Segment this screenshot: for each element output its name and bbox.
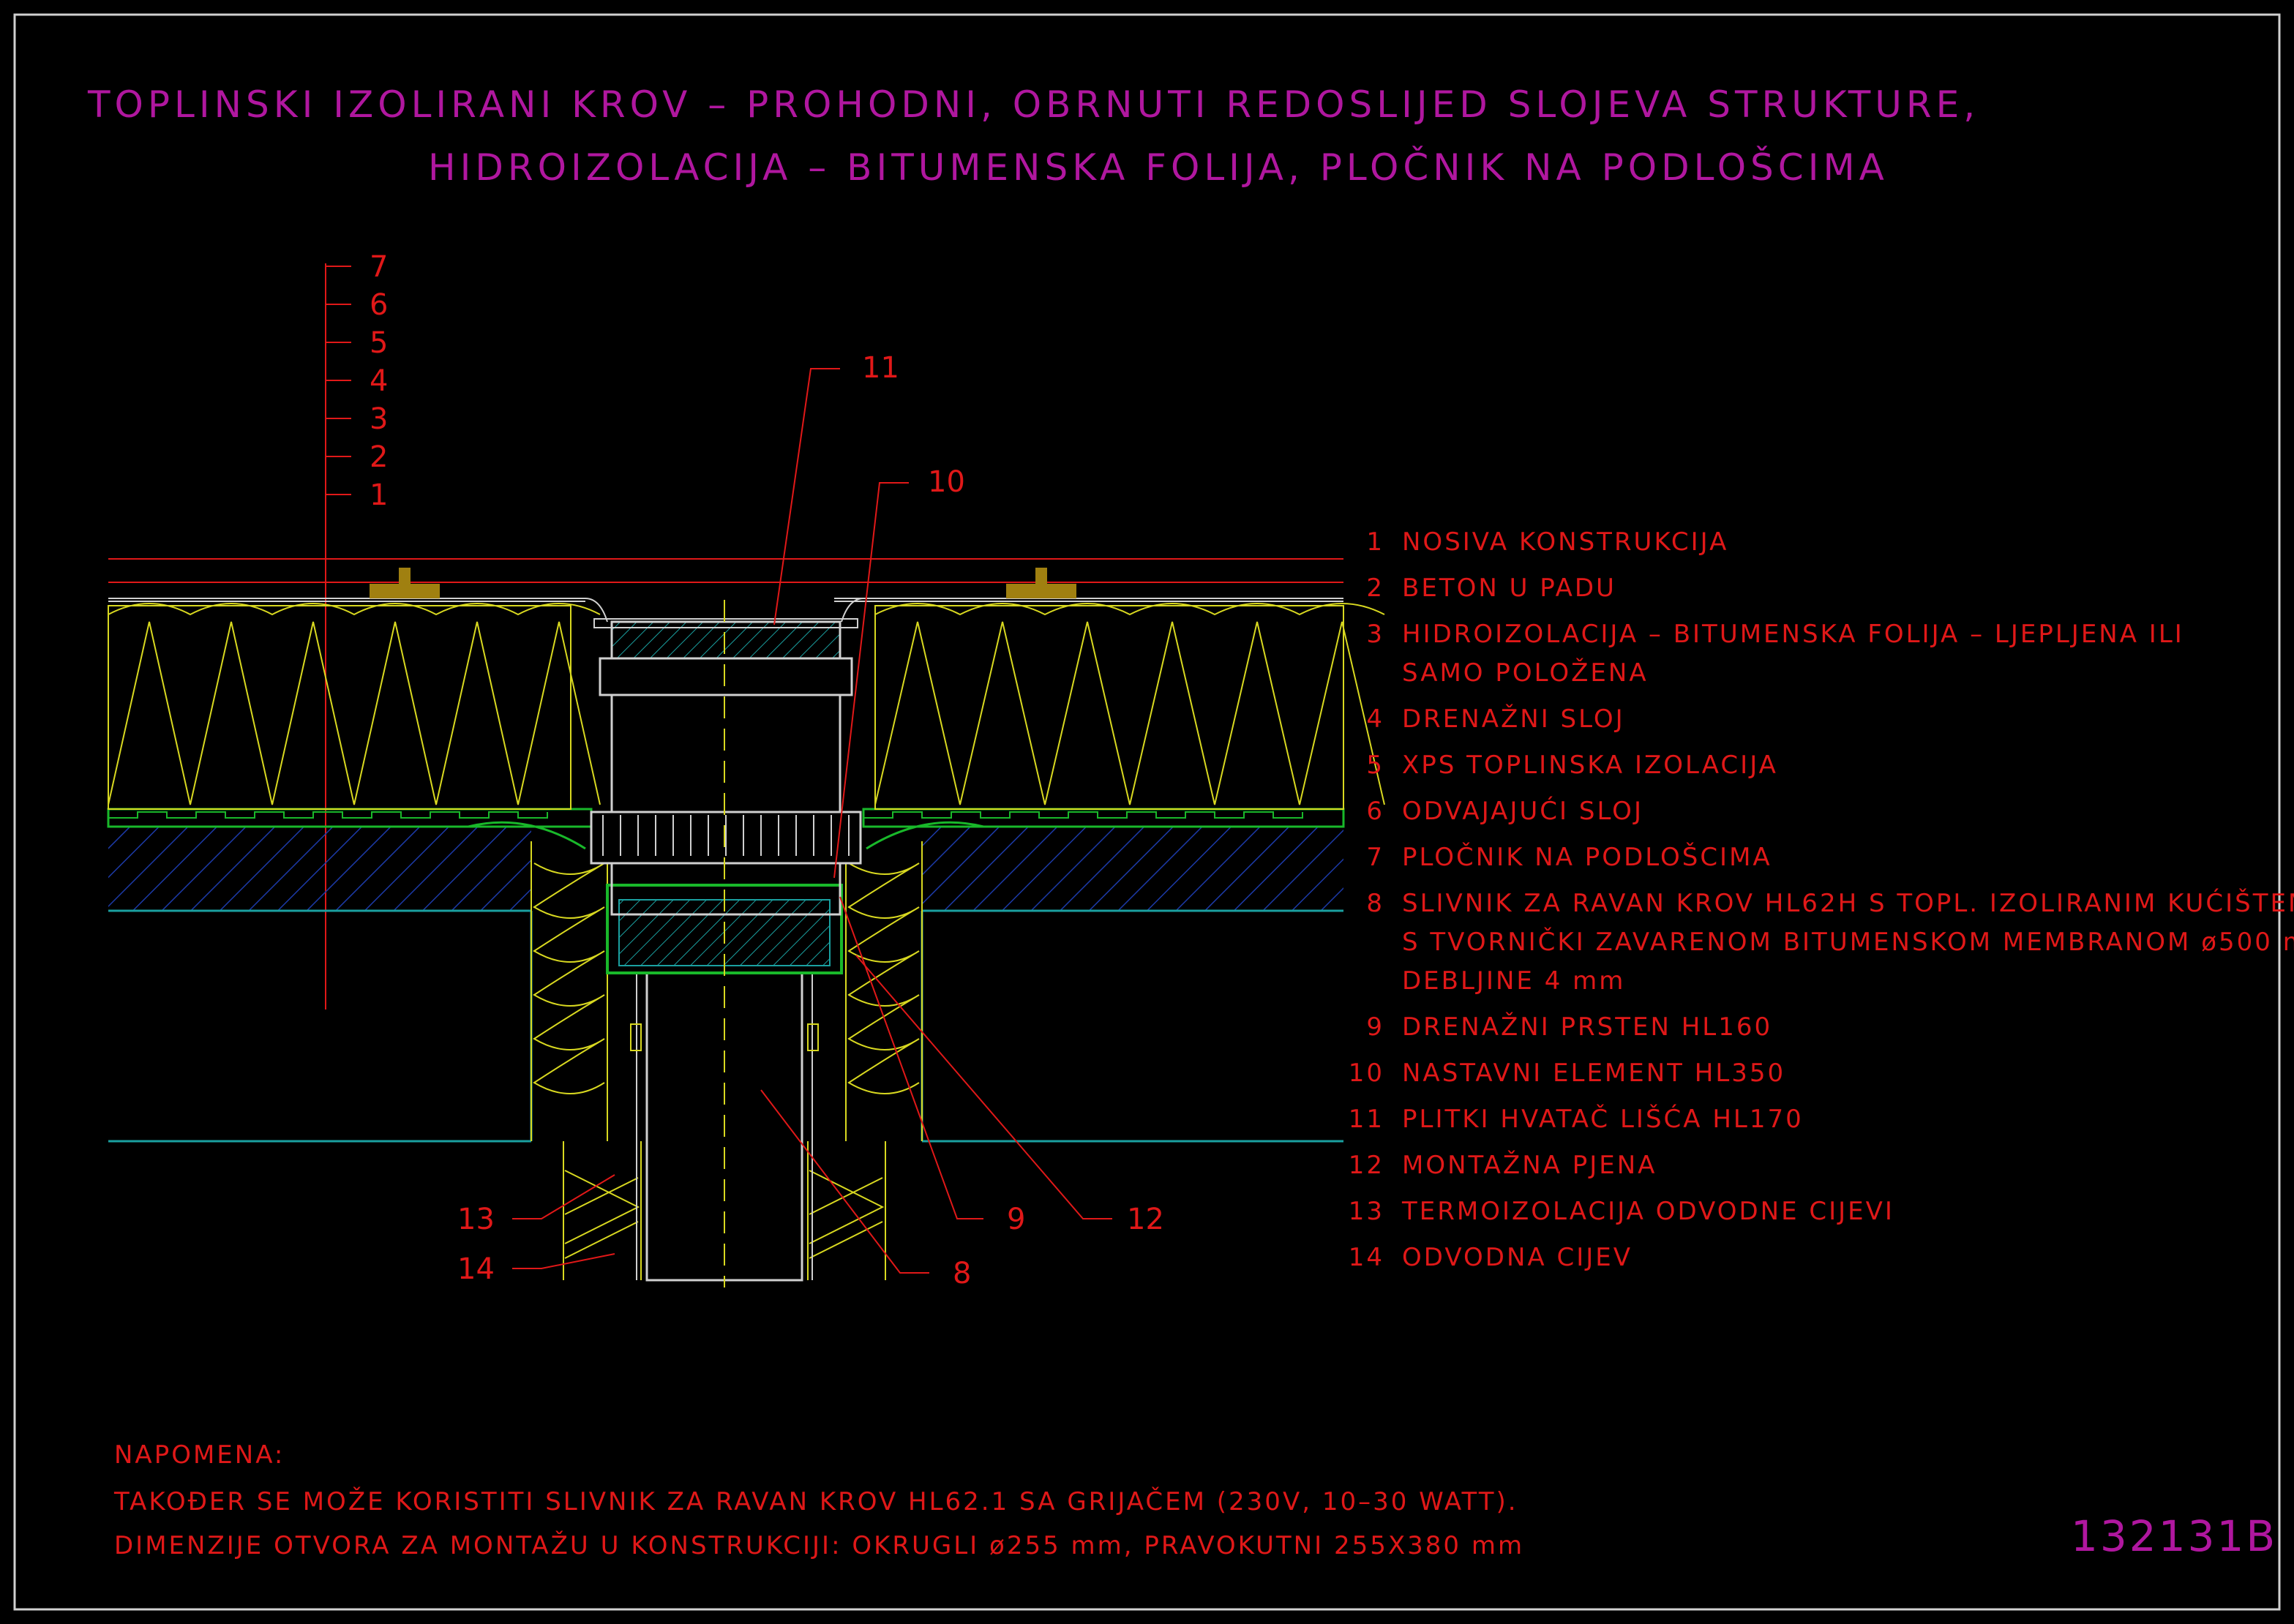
scale-label: 6	[370, 288, 388, 322]
legend-number: 14	[1349, 1243, 1384, 1272]
legend-number: 4	[1366, 704, 1384, 734]
note-line-1: TAKOĐER SE MOŽE KORISTITI SLIVNIK ZA RAV…	[113, 1486, 1518, 1516]
legend-number: 5	[1366, 751, 1384, 780]
scale-label: 5	[370, 326, 388, 360]
legend-number: 3	[1366, 620, 1384, 649]
legend-text: NOSIVA KONSTRUKCIJA	[1402, 527, 1728, 557]
legend-text: SLIVNIK ZA RAVAN KROV HL62H S TOPL. IZOL…	[1402, 888, 2294, 918]
scale-label: 7	[370, 250, 388, 284]
legend-number: 8	[1366, 889, 1384, 918]
legend-text: PLITKI HVATAČ LIŠĆA HL170	[1402, 1104, 1804, 1134]
callout-12: 12	[1127, 1203, 1164, 1236]
title-line-2: HIDROIZOLACIJA – BITUMENSKA FOLIJA, PLOČ…	[428, 146, 1889, 189]
legend-text: SAMO POLOŽENA	[1402, 658, 1649, 688]
callout-10: 10	[928, 465, 965, 499]
legend-text: BETON U PADU	[1402, 574, 1616, 603]
legend-number: 2	[1366, 574, 1384, 603]
legend-text: XPS TOPLINSKA IZOLACIJA	[1402, 751, 1778, 780]
legend-text: DRENAŽNI SLOJ	[1402, 704, 1625, 734]
callout-13: 13	[457, 1203, 495, 1236]
legend-number: 10	[1349, 1059, 1384, 1088]
legend: 1 NOSIVA KONSTRUKCIJA 2 BETON U PADU 3 HIDROI…	[1349, 527, 2294, 1272]
legend-text: HIDROIZOLACIJA – BITUMENSKA FOLIJA – LJE…	[1402, 620, 2184, 649]
legend-number: 12	[1349, 1151, 1384, 1180]
legend-text: NASTAVNI ELEMENT HL350	[1402, 1059, 1785, 1088]
callout-8: 8	[953, 1257, 971, 1290]
sheet-border	[13, 13, 2281, 1611]
scale-label: 3	[370, 402, 388, 436]
callout-9: 9	[1007, 1203, 1025, 1236]
title-line-1: TOPLINSKI IZOLIRANI KROV – PROHODNI, OBR…	[87, 83, 1979, 126]
legend-text: S TVORNIČKI ZAVARENOM BITUMENSKOM MEMBRA…	[1402, 927, 2294, 957]
legend-number: 9	[1366, 1012, 1384, 1042]
legend-number: 7	[1366, 843, 1384, 872]
legend-number: 11	[1349, 1105, 1384, 1134]
scale-label: 2	[370, 440, 388, 474]
legend-text: PLOČNIK NA PODLOŠCIMA	[1402, 842, 1772, 872]
legend-text: ODVAJAJUĆI SLOJ	[1402, 796, 1643, 826]
callout-11: 11	[862, 351, 899, 385]
scale-label: 4	[370, 364, 388, 398]
drawing-code: 132131B	[2071, 1511, 2277, 1561]
leader-lines	[512, 368, 1112, 1274]
legend-text: ODVODNA CIJEV	[1402, 1243, 1633, 1272]
legend-number: 6	[1366, 797, 1384, 826]
legend-text: DEBLJINE 4 mm	[1402, 966, 1625, 996]
note-heading: NAPOMENA:	[114, 1440, 285, 1470]
roof-drain-assembly	[468, 598, 984, 1287]
note-line-2: DIMENZIJE OTVORA ZA MONTAŽU U KONSTRUKCI…	[114, 1530, 1524, 1560]
legend-number: 1	[1366, 527, 1384, 557]
legend-text: DRENAŽNI PRSTEN HL160	[1402, 1012, 1772, 1042]
callout-14: 14	[457, 1252, 495, 1286]
legend-text: TERMOIZOLACIJA ODVODNE CIJEVI	[1401, 1197, 1894, 1226]
legend-text: MONTAŽNA PJENA	[1402, 1150, 1657, 1180]
roof-section-right	[834, 568, 1385, 1143]
scale-label: 1	[370, 478, 388, 512]
legend-number: 13	[1349, 1197, 1384, 1226]
